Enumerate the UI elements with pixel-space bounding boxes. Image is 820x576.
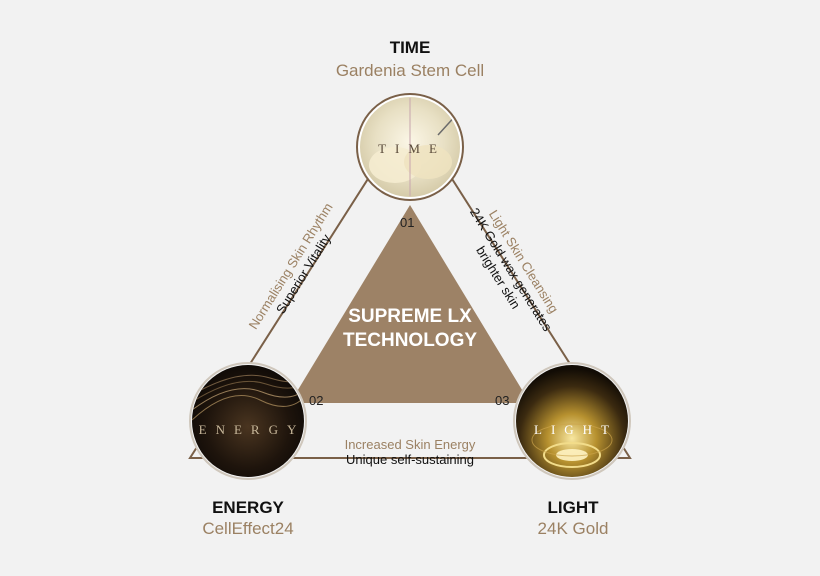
center-title: SUPREME LX TECHNOLOGY xyxy=(310,305,510,353)
time-node-image xyxy=(356,93,464,201)
light-number: 03 xyxy=(495,393,510,408)
light-node-image xyxy=(513,362,631,480)
light-heading: LIGHT xyxy=(547,498,599,517)
outer-triangle xyxy=(188,111,632,459)
time-node-word: TIME xyxy=(378,141,446,156)
time-number: 01 xyxy=(400,215,415,230)
center-title-line2: TECHNOLOGY xyxy=(342,330,478,351)
bottom-edge-line2: Unique self-sustaining xyxy=(346,452,474,467)
light-node-word: LIGHT xyxy=(534,422,618,437)
light-subheading: 24K Gold xyxy=(537,519,609,538)
energy-subheading: CellEffect24 xyxy=(202,519,294,538)
center-title-line1: SUPREME LX xyxy=(348,306,472,327)
bottom-edge-line1: Increased Skin Energy xyxy=(344,437,476,452)
energy-node-image xyxy=(189,362,307,480)
time-subheading: Gardenia Stem Cell xyxy=(335,61,485,80)
bottom-edge-text: Increased Skin Energy Unique self-sustai… xyxy=(310,437,510,467)
time-heading: TIME xyxy=(389,38,431,57)
energy-number: 02 xyxy=(309,393,324,408)
inner-triangle xyxy=(290,205,530,403)
energy-node-word: ENERGY xyxy=(198,422,306,437)
energy-heading: ENERGY xyxy=(212,498,284,517)
